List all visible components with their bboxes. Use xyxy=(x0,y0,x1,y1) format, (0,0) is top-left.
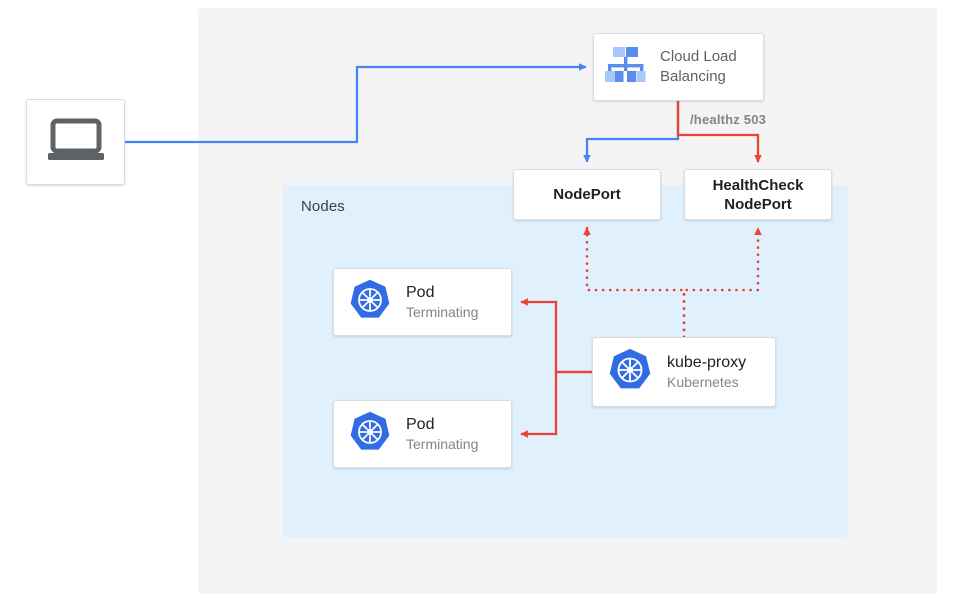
nodeport-title: NodePort xyxy=(553,186,621,203)
cloud-load-balancing-node[interactable]: Cloud Load Balancing xyxy=(593,33,764,101)
kube-proxy-title: kube-proxy xyxy=(667,353,747,371)
laptop-icon xyxy=(45,117,107,168)
pod-1-node[interactable]: Pod Terminating xyxy=(333,268,512,336)
healthcheck-nodeport-label: HealthCheck NodePort xyxy=(685,170,831,219)
nodes-region-label: Nodes xyxy=(301,198,345,215)
kubernetes-icon xyxy=(348,410,392,459)
cloud-load-balancing-label: Cloud Load Balancing xyxy=(660,47,737,87)
kube-proxy-subtitle: Kubernetes xyxy=(667,373,739,390)
nodeport-label: NodePort xyxy=(514,170,660,219)
pod-2-title: Pod xyxy=(406,415,435,433)
healthz-label: /healthz 503 xyxy=(690,112,767,127)
pod-1-status: Terminating xyxy=(406,303,479,320)
kubernetes-icon xyxy=(348,278,392,327)
healthcheck-nodeport-title-line2: NodePort xyxy=(724,195,792,213)
pod-2-node[interactable]: Pod Terminating xyxy=(333,400,512,468)
cloud-load-balancing-title-line1: Cloud Load xyxy=(660,48,737,65)
kube-proxy-node[interactable]: kube-proxy Kubernetes xyxy=(592,337,776,407)
kubernetes-icon xyxy=(607,347,653,398)
client-node[interactable] xyxy=(26,99,125,185)
healthcheck-nodeport-title-line1: HealthCheck xyxy=(712,176,804,194)
nodeport-node[interactable]: NodePort xyxy=(513,169,661,220)
pod-1-title: Pod xyxy=(406,283,435,301)
cloud-load-balancing-title-line2: Balancing xyxy=(660,68,726,85)
pod-2-status: Terminating xyxy=(406,435,479,452)
cloud-load-balancing-icon xyxy=(604,45,648,90)
healthcheck-nodeport-node[interactable]: HealthCheck NodePort xyxy=(684,169,832,220)
